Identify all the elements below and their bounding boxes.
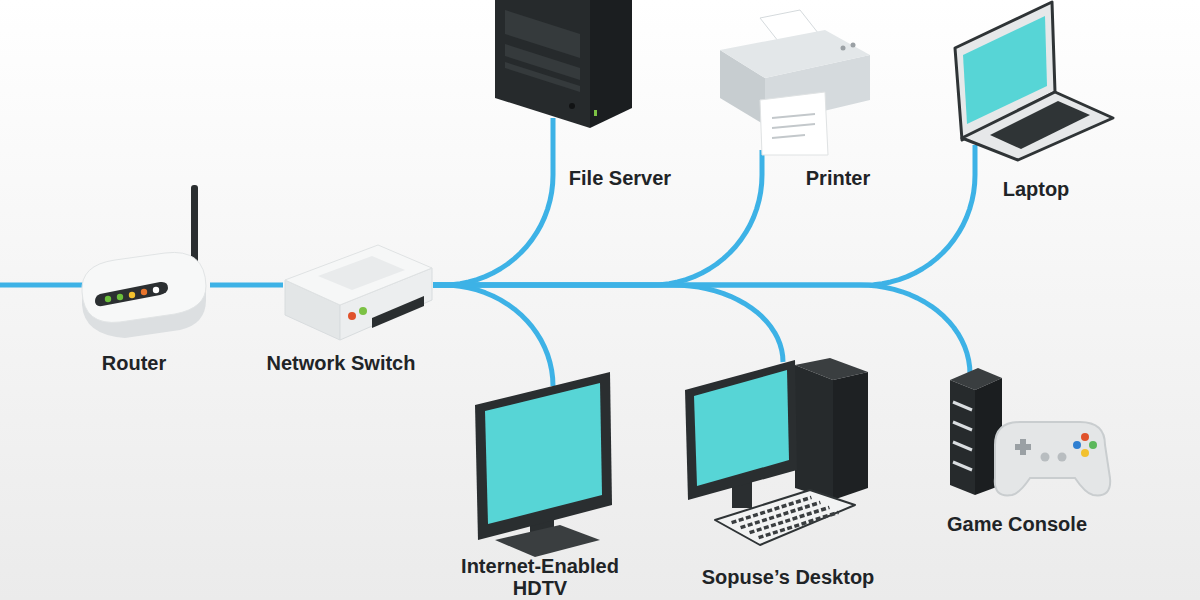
- console-stripe: [953, 402, 972, 410]
- incoming-cable: [0, 283, 90, 288]
- network-cable: [433, 145, 975, 285]
- console-stripe: [953, 442, 972, 450]
- router-led: [129, 292, 135, 298]
- monitor-bezel: [685, 360, 797, 500]
- printer-button: [841, 46, 846, 51]
- controller-button: [1081, 433, 1089, 441]
- router-icon: [82, 185, 206, 338]
- device-label: Game Console: [927, 513, 1107, 535]
- device-label: Laptop: [966, 178, 1106, 200]
- laptop-base: [962, 92, 1113, 160]
- printer-button: [851, 43, 856, 48]
- server-bay: [505, 62, 580, 92]
- device-node: Router: [78, 185, 210, 345]
- server-led: [594, 110, 597, 116]
- printer-top-face: [720, 30, 870, 78]
- network-cable: [433, 285, 783, 362]
- keyboard: [715, 490, 855, 545]
- switch-top-face: [285, 245, 432, 305]
- device-label: Internet-Enabled HDTV: [450, 555, 630, 599]
- router-led: [153, 287, 159, 293]
- keyboard-keys: [759, 512, 839, 537]
- laptop-keyboard: [990, 101, 1090, 149]
- device-label: Sopuse’s Desktop: [678, 566, 898, 588]
- router-led: [117, 294, 123, 300]
- server-icon: [495, 0, 632, 128]
- server-front: [495, 0, 590, 128]
- device-node: Game Console: [948, 374, 1112, 499]
- server-button: [569, 103, 575, 109]
- console-stripe: [953, 422, 972, 430]
- network-cable: [210, 283, 283, 288]
- network-cable: [433, 118, 553, 285]
- console-front: [950, 380, 975, 495]
- connector-group: [210, 118, 975, 386]
- device-label: File Server: [540, 167, 700, 189]
- paper-line: [772, 135, 805, 138]
- device-node: Sopuse’s Desktop: [683, 362, 870, 547]
- controller-stick: [1058, 453, 1067, 462]
- switch-led: [348, 312, 356, 320]
- paper-line: [772, 114, 815, 118]
- tv-bezel: [475, 372, 612, 540]
- controller-button: [1089, 441, 1097, 449]
- switch-slot: [372, 296, 424, 328]
- router-led: [105, 296, 111, 302]
- controller-button: [1081, 449, 1089, 457]
- device-node: Printer: [718, 0, 873, 150]
- controller-stick: [1041, 453, 1050, 462]
- network-cable: [433, 285, 553, 386]
- router-led: [141, 289, 147, 295]
- controller-button: [1073, 441, 1081, 449]
- device-label: Printer: [768, 167, 908, 189]
- tv-screen: [485, 383, 602, 524]
- paper-line: [772, 124, 815, 128]
- switch-led: [359, 307, 367, 315]
- device-node: Internet-Enabled HDTV: [473, 386, 615, 551]
- laptop-icon: [955, 2, 1113, 160]
- console-icon: [950, 368, 1110, 495]
- controller: [995, 422, 1110, 495]
- switch-icon: [285, 245, 432, 340]
- device-label: Router: [54, 352, 214, 374]
- tower-side: [833, 372, 868, 500]
- controller-dpad: [1020, 439, 1026, 455]
- device-node: File Server: [493, 0, 633, 118]
- server-side: [590, 0, 632, 128]
- console-stripe: [953, 462, 972, 470]
- desktop-icon: [685, 358, 868, 545]
- router-slot: [95, 282, 168, 306]
- device-node: Laptop: [955, 0, 1117, 145]
- monitor-screen: [694, 370, 789, 486]
- tv-icon: [475, 372, 612, 557]
- tower-front: [795, 365, 833, 500]
- device-node: Network Switch: [283, 244, 433, 341]
- network-cable: [433, 150, 762, 285]
- network-cable: [433, 285, 970, 374]
- printer-icon: [720, 10, 870, 155]
- printer-paper-out: [760, 92, 828, 155]
- switch-top-panel: [318, 256, 405, 290]
- router-top: [82, 252, 206, 322]
- device-label: Network Switch: [241, 352, 441, 374]
